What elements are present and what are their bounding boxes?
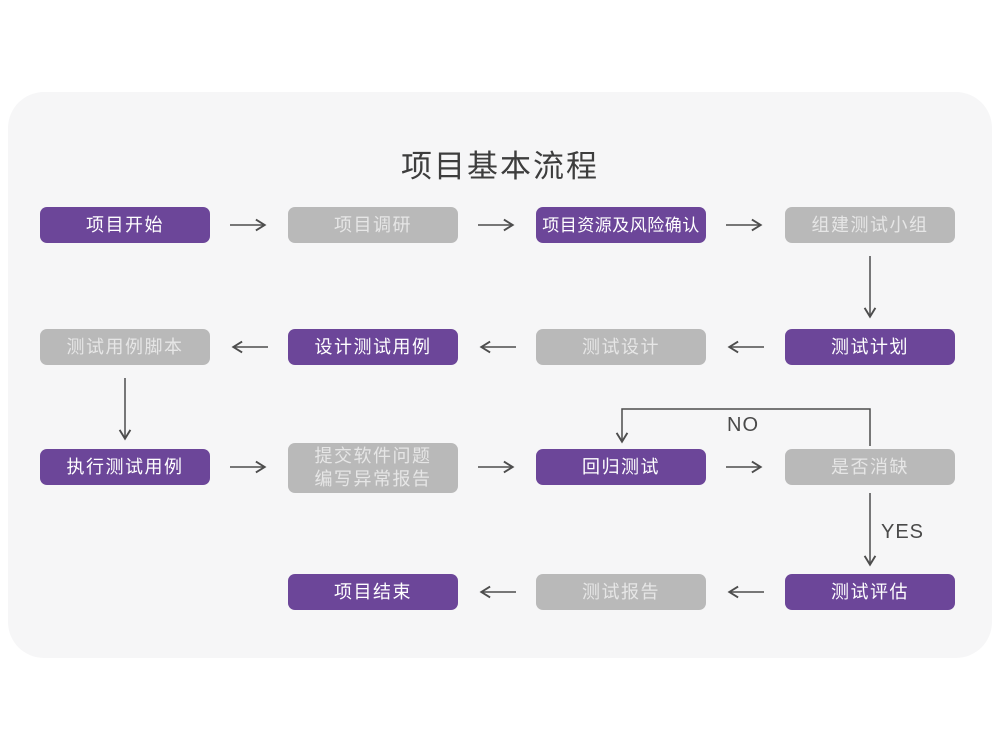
node-defect-cleared-check: 是否消缺 (785, 449, 955, 485)
flowchart-card (8, 92, 992, 658)
node-project-resources-risk-confirm: 项目资源及风险确认 (536, 207, 706, 243)
node-submit-issues-write-report: 提交软件问题 编写异常报告 (288, 443, 458, 493)
branch-label-yes: YES (881, 521, 925, 543)
node-project-end: 项目结束 (288, 574, 458, 610)
node-test-design: 测试设计 (536, 329, 706, 365)
node-design-test-cases: 设计测试用例 (288, 329, 458, 365)
node-project-research: 项目调研 (288, 207, 458, 243)
branch-label-no: NO (727, 414, 759, 436)
node-execute-test-cases: 执行测试用例 (40, 449, 210, 485)
node-test-report: 测试报告 (536, 574, 706, 610)
node-regression-test: 回归测试 (536, 449, 706, 485)
node-test-case-scripts: 测试用例脚本 (40, 329, 210, 365)
node-project-start: 项目开始 (40, 207, 210, 243)
page-title: 项目基本流程 (401, 149, 599, 184)
node-test-evaluation: 测试评估 (785, 574, 955, 610)
node-form-test-team: 组建测试小组 (785, 207, 955, 243)
node-test-plan: 测试计划 (785, 329, 955, 365)
